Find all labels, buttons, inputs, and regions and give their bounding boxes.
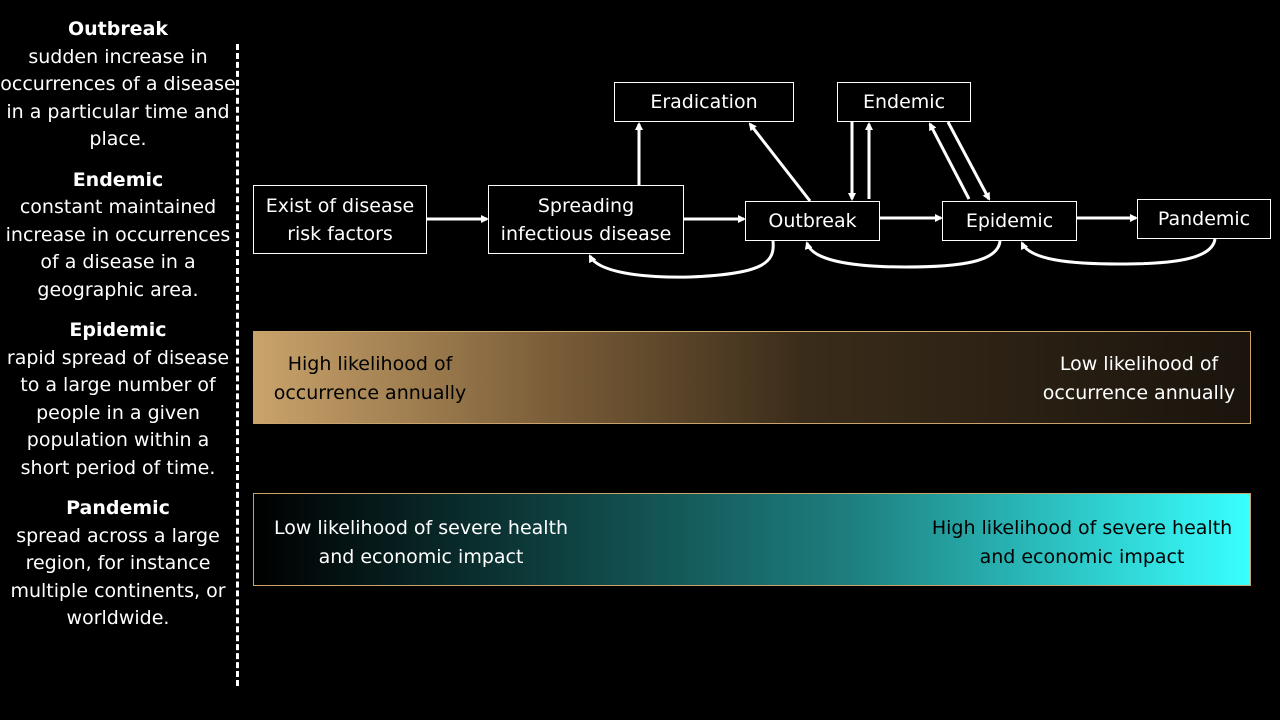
arrow-endemic-to-epidemic (946, 121, 991, 201)
flow-arrows (427, 121, 1217, 279)
likelihood-high-label: High likelihood of occurrence annually (273, 353, 467, 404)
node-eradication: Eradication (614, 82, 794, 122)
arrow-outbreak-to-eradication (748, 122, 812, 202)
definition-text-epidemic: rapid spread of disease to a large numbe… (6, 346, 230, 479)
loop-epidemic-to-outbreak (804, 240, 1002, 269)
impact-high-label: High likelihood of severe health and eco… (931, 517, 1233, 568)
node-risk-factors: Exist of disease risk factors (253, 185, 427, 254)
definition-text-outbreak: sudden increase in occurrences of a dise… (0, 45, 236, 151)
definition-outbreak: Outbreak sudden increase in occurrences … (0, 16, 236, 154)
definition-epidemic: Epidemic rapid spread of disease to a la… (0, 317, 236, 482)
dashed-divider (236, 44, 239, 686)
definition-text-pandemic: spread across a large region, for instan… (10, 524, 226, 630)
definition-pandemic: Pandemic spread across a large region, f… (0, 495, 236, 633)
definition-text-endemic: constant maintained increase in occurren… (5, 196, 231, 301)
loop-outbreak-to-spreading (588, 240, 775, 279)
term-endemic: Endemic (72, 168, 164, 191)
definitions-sidebar: Outbreak sudden increase in occurrences … (0, 16, 236, 646)
term-epidemic: Epidemic (69, 319, 167, 341)
likelihood-low-label: Low likelihood of occurrence annually (1042, 353, 1236, 404)
node-spreading-infectious-disease: Spreading infectious disease (488, 185, 684, 254)
term-pandemic: Pandemic (66, 497, 170, 519)
loop-pandemic-to-epidemic (1020, 238, 1217, 266)
impact-low-label: Low likelihood of severe health and econ… (273, 517, 569, 568)
arrow-epidemic-to-endemic (928, 122, 971, 200)
node-outbreak: Outbreak (745, 201, 880, 241)
node-epidemic: Epidemic (942, 201, 1077, 241)
definition-endemic: Endemic constant maintained increase in … (0, 167, 236, 305)
node-endemic: Endemic (837, 82, 971, 122)
likelihood-band: High likelihood of occurrence annually L… (253, 331, 1251, 424)
impact-band: Low likelihood of severe health and econ… (253, 493, 1251, 586)
term-outbreak: Outbreak (67, 18, 169, 40)
node-pandemic: Pandemic (1137, 199, 1271, 239)
